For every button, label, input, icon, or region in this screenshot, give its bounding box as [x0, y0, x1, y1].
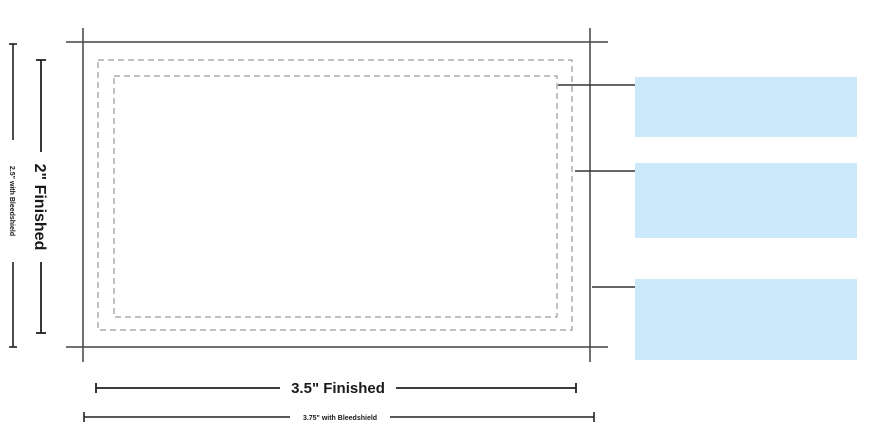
width-with-bleed-dimension	[83, 412, 595, 422]
callout-leaders	[558, 84, 635, 288]
callout-box-bleed	[635, 163, 857, 238]
height-finished-label: 2" Finished	[31, 164, 48, 251]
width-finished-dimension	[95, 383, 577, 393]
bleed-area-outline	[97, 59, 573, 331]
safe-area-outline	[113, 75, 558, 318]
trim-lines	[66, 28, 608, 362]
width-with-bleed-label: 3.75" with Bleedshield	[303, 415, 377, 422]
width-finished-label: 3.5" Finished	[291, 380, 385, 397]
callout-box-cut	[635, 279, 857, 360]
height-with-bleed-dimension	[9, 43, 17, 348]
callout-box-trim	[635, 77, 857, 137]
height-with-bleed-label: 2.5" with Bleedshield	[8, 166, 15, 236]
height-finished-dimension	[36, 59, 46, 334]
